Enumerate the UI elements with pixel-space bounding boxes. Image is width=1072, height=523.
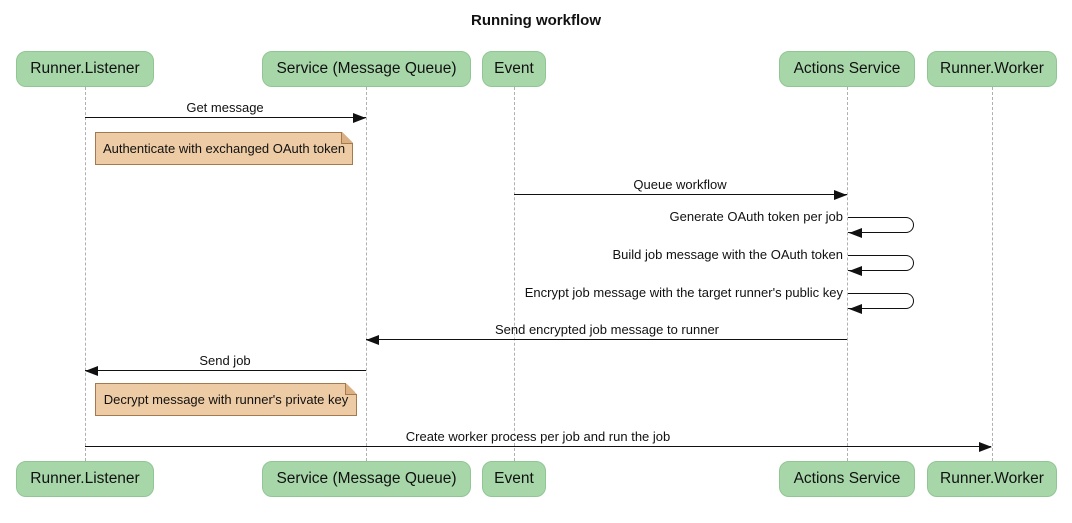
participant-label: Runner.Listener: [30, 60, 140, 77]
msg-create-worker-label: Create worker process per job and run th…: [405, 429, 671, 444]
participant-event-bottom: Event: [482, 461, 546, 497]
msg-send-encrypted-arrowhead-icon: [366, 335, 379, 345]
participant-label: Actions Service: [793, 60, 901, 77]
participant-label: Runner.Listener: [30, 470, 140, 487]
participant-runner-worker-bottom: Runner.Worker: [927, 461, 1057, 497]
participant-label: Runner.Worker: [940, 60, 1044, 77]
fold-corner-icon: [341, 132, 353, 144]
note-label: Decrypt message with runner's private ke…: [103, 392, 349, 407]
msg-get-message-arrowhead-icon: [353, 113, 366, 123]
msg-get-message-line: [85, 117, 366, 118]
participant-label: Event: [494, 60, 534, 77]
fold-corner-icon: [345, 383, 357, 395]
lifeline-service-message-queue: [366, 87, 367, 461]
msg-send-encrypted-line: [366, 339, 847, 340]
msg-send-job-arrowhead-icon: [85, 366, 98, 376]
loop-generate-oauth-token-arrowhead-icon: [849, 228, 862, 238]
msg-queue-workflow-line: [514, 194, 847, 195]
msg-queue-workflow-label: Queue workflow: [633, 177, 727, 192]
participant-label: Runner.Worker: [940, 470, 1044, 487]
participant-label: Service (Message Queue): [276, 60, 457, 77]
lifeline-actions-service: [847, 87, 848, 461]
loop-encrypt-job-message-arrowhead-icon: [849, 304, 862, 314]
msg-generate-oauth-token-label: Generate OAuth token per job: [669, 209, 843, 224]
note-label: Authenticate with exchanged OAuth token: [102, 141, 346, 156]
loop-generate-oauth-token: [848, 217, 914, 233]
msg-create-worker-line: [85, 446, 991, 447]
participant-actions-service-bottom: Actions Service: [779, 461, 915, 497]
participant-label: Event: [494, 470, 534, 487]
msg-queue-workflow-arrowhead-icon: [834, 190, 847, 200]
loop-encrypt-job-message: [848, 293, 914, 309]
participant-runner-listener-top: Runner.Listener: [16, 51, 154, 87]
loop-build-job-message: [848, 255, 914, 271]
participant-service-message-queue-bottom: Service (Message Queue): [262, 461, 471, 497]
participant-event-top: Event: [482, 51, 546, 87]
loop-build-job-message-arrowhead-icon: [849, 266, 862, 276]
participant-runner-listener-bottom: Runner.Listener: [16, 461, 154, 497]
lifeline-runner-worker: [992, 87, 993, 461]
msg-send-job-label: Send job: [199, 353, 251, 368]
note-authenticate: Authenticate with exchanged OAuth token: [95, 132, 353, 165]
msg-encrypt-job-message-label: Encrypt job message with the target runn…: [524, 285, 843, 300]
msg-build-job-message-label: Build job message with the OAuth token: [612, 247, 843, 262]
participant-label: Actions Service: [793, 470, 901, 487]
lifeline-event: [514, 87, 515, 461]
msg-get-message-label: Get message: [186, 100, 264, 115]
participant-service-message-queue-top: Service (Message Queue): [262, 51, 471, 87]
msg-send-encrypted-label: Send encrypted job message to runner: [494, 322, 720, 337]
msg-send-job-line: [85, 370, 366, 371]
diagram-title: Running workflow: [471, 12, 601, 29]
msg-create-worker-arrowhead-icon: [979, 442, 992, 452]
participant-runner-worker-top: Runner.Worker: [927, 51, 1057, 87]
lifeline-runner-listener: [85, 87, 86, 461]
note-decrypt: Decrypt message with runner's private ke…: [95, 383, 357, 416]
participant-label: Service (Message Queue): [276, 470, 457, 487]
participant-actions-service-top: Actions Service: [779, 51, 915, 87]
